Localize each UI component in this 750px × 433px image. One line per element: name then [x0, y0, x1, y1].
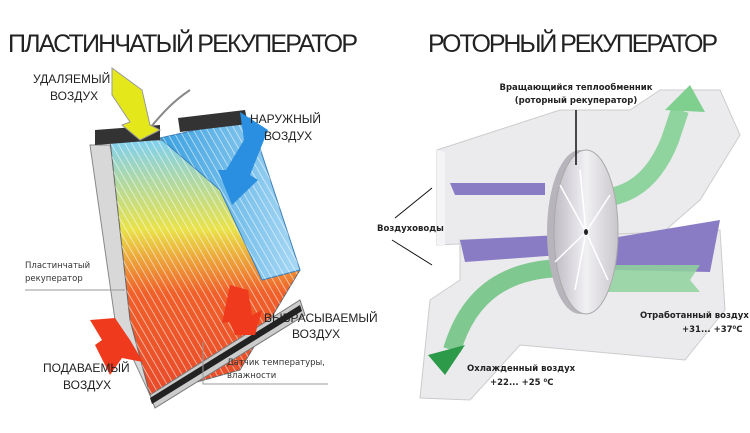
- red-arrow-supply-icon: [90, 318, 143, 375]
- label-exhaust-out-1: ВЫБРАСЫВАЕМЫЙ: [264, 310, 378, 325]
- leader-line: [391, 239, 433, 266]
- label-exhaust-out-2: ВОЗДУХ: [292, 327, 340, 341]
- label-outdoor-1: НАРУЖНЫЙ: [250, 111, 321, 126]
- rotary-exchanger-illustration: [419, 85, 741, 401]
- red-arrow-exhaust-icon: [222, 285, 262, 335]
- leader-line: [202, 342, 328, 385]
- label-exhaust-2: +31... +37⁰C: [682, 325, 743, 335]
- label-cooled-2: +22... +25 ⁰C: [490, 378, 553, 388]
- label-exhaust-1: Отработанный воздух: [640, 310, 749, 321]
- label-outdoor-2: ВОЗДУХ: [264, 129, 312, 143]
- label-wheel-1: Вращающийся теплообменник: [499, 82, 652, 93]
- label-supply-1: ПОДАВАЕМЫЙ: [43, 360, 130, 375]
- label-supply-2: ВОЗДУХ: [63, 378, 111, 392]
- label-cooled-1: Охлажденный воздух: [467, 364, 576, 374]
- label-exhaust-in-1: УДАЛЯЕМЫЙ: [33, 71, 110, 86]
- label-recuperator-2: рекуператор: [25, 274, 83, 284]
- rotary-title: РОТОРНЫЙ РЕКУПЕРАТОР: [428, 28, 718, 58]
- label-sensor-1: Датчик температуры,: [227, 358, 325, 368]
- label-sensor-2: влажности: [227, 371, 276, 381]
- label-recuperator-1: Пластинчатый: [25, 261, 90, 271]
- label-exhaust-in-2: ВОЗДУХ: [50, 89, 98, 103]
- leader-line: [394, 187, 433, 219]
- label-ducts: Воздуховоды: [377, 224, 444, 234]
- blue-arrow-icon: [218, 112, 268, 205]
- plate-title: ПЛАСТИНЧАТЫЙ РЕКУПЕРАТОР: [8, 28, 358, 58]
- yellow-arrow-icon: [111, 67, 162, 141]
- label-wheel-2: (роторный рекуператор): [515, 96, 638, 106]
